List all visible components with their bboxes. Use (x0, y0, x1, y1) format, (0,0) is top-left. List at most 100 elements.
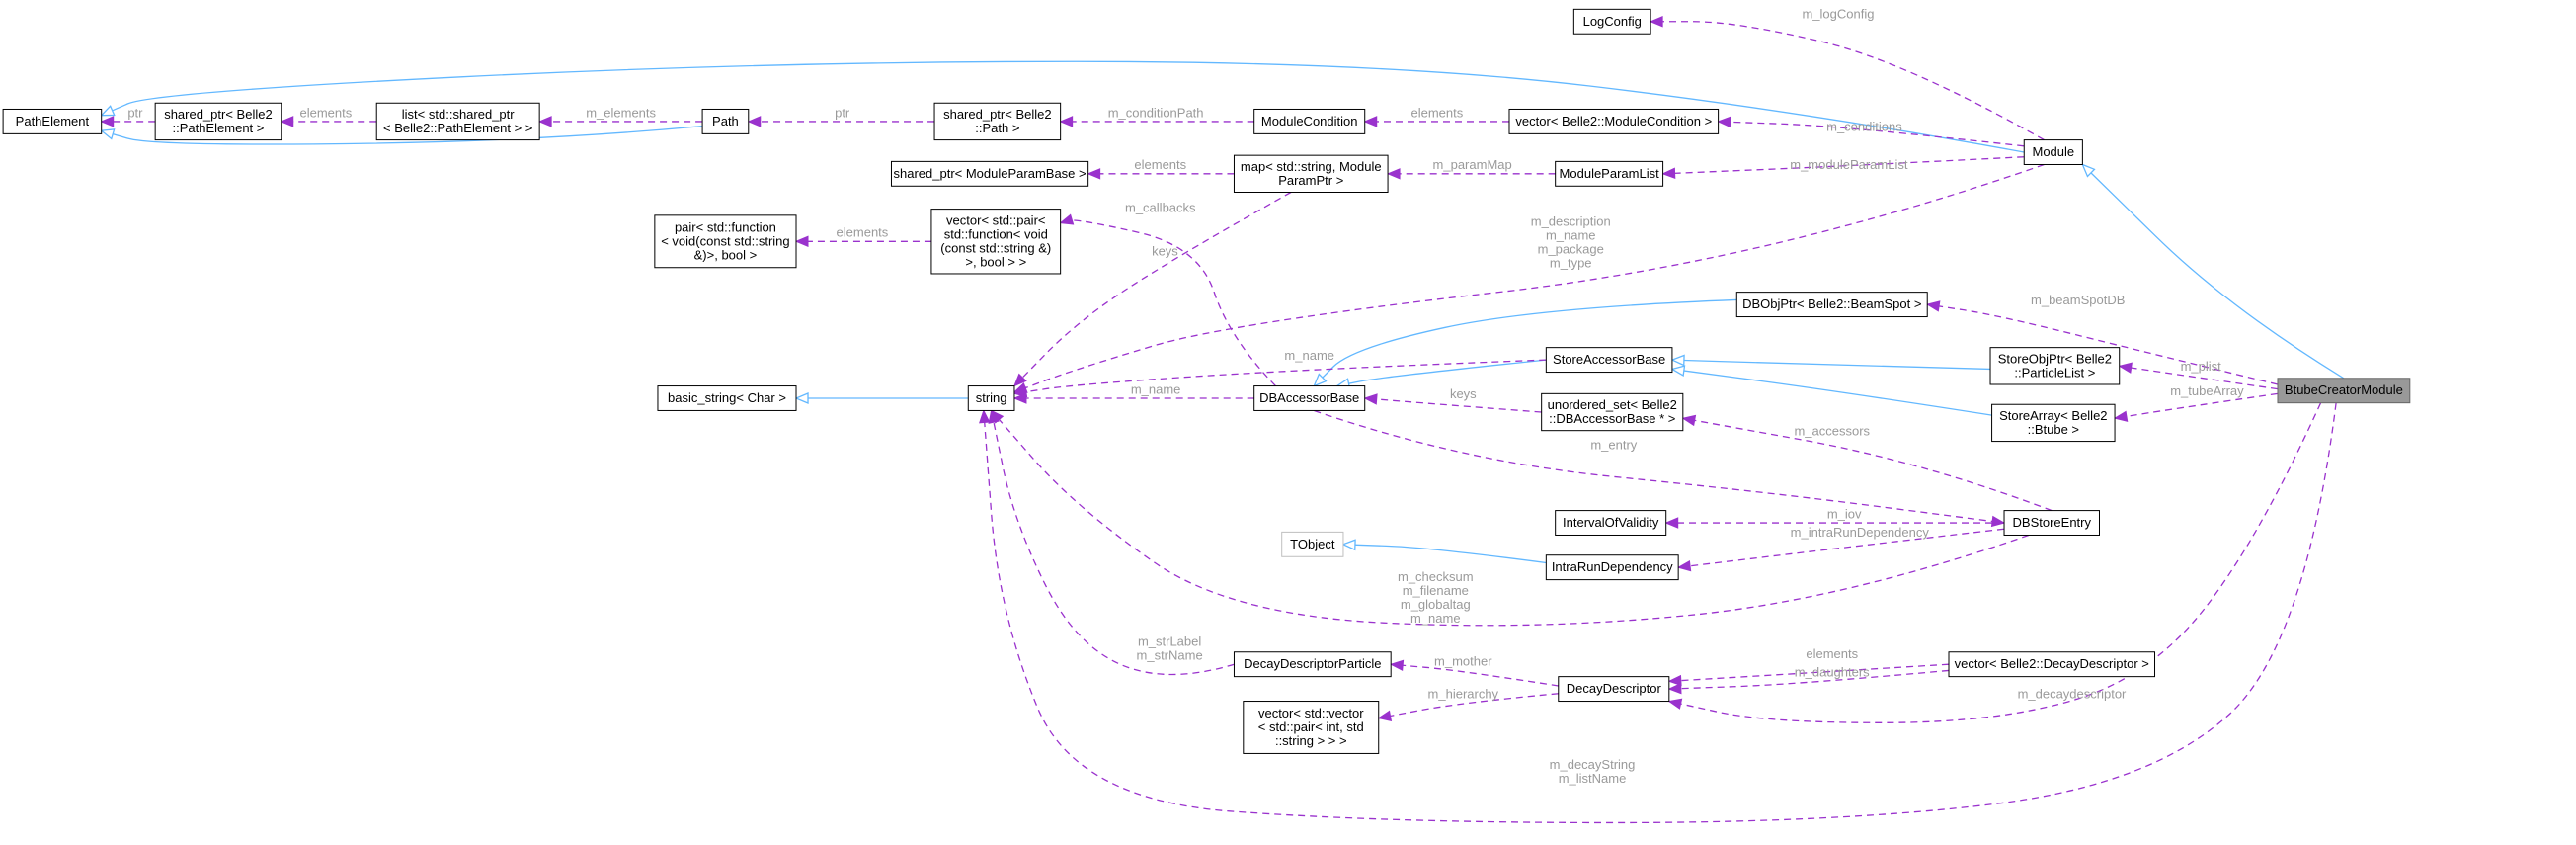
edge-label: elements (299, 105, 352, 120)
node-storeobjptr[interactable]: StoreObjPtr< Belle2::ParticleList > (1989, 347, 2121, 385)
node-box (1233, 154, 1389, 194)
reference-edge (1365, 398, 1542, 413)
inheritance-edge (1343, 545, 1547, 564)
node-pair-fn[interactable]: pair< std::function< void(const std::str… (654, 214, 797, 269)
edge-label-line: m_globaltag (1401, 597, 1471, 612)
node-label: Path (712, 114, 739, 128)
reference-edge (992, 410, 2030, 627)
edge-label-line: m_strLabel (1138, 634, 1201, 649)
edge-label-line: m_paramMap (1433, 157, 1512, 172)
node-box (657, 385, 797, 411)
node-dbaccessorbase[interactable]: DBAccessorBase (1253, 385, 1366, 411)
reference-edge (1014, 191, 1292, 386)
node-dbstoreentry[interactable]: DBStoreEntry (2003, 510, 2100, 536)
node-label: ::DBAccessorBase * > (1549, 411, 1675, 426)
reference-edge (1683, 418, 2053, 512)
node-box (967, 385, 1015, 411)
node-box (1233, 651, 1392, 678)
reference-edge (992, 410, 1235, 676)
node-label: ::Path > (975, 121, 1019, 135)
edge-label-line: m_name (1546, 228, 1596, 243)
node-label: DecayDescriptor (1567, 681, 1662, 696)
node-basic-string[interactable]: basic_string< Char > (657, 385, 797, 411)
node-string[interactable]: string (967, 385, 1015, 411)
reference-edge (2115, 392, 2279, 418)
edge-label-line: m_daughters (1795, 665, 1870, 680)
node-box (930, 209, 1062, 275)
node-moduleparamlist[interactable]: ModuleParamList (1555, 160, 1664, 187)
node-label: (const std::string &) (940, 240, 1051, 255)
edge-label-line: elements (1806, 646, 1858, 661)
node-logconfig[interactable]: LogConfig (1572, 8, 1651, 35)
edge-label-line: m_callbacks (1125, 201, 1196, 215)
edge-label-line: m_strName (1137, 648, 1203, 663)
edge-label-line: m_name (1410, 611, 1461, 626)
edge-label-line: elements (1410, 105, 1463, 120)
node-label: ModuleParamList (1560, 166, 1660, 181)
node-modulecondition[interactable]: ModuleCondition (1253, 108, 1366, 134)
node-label: TObject (1290, 537, 1335, 551)
node-label: pair< std::function (675, 219, 776, 234)
node-path[interactable]: Path (701, 108, 750, 134)
edge-label: m_paramMap (1433, 157, 1512, 172)
node-dbobjptr[interactable]: DBObjPtr< Belle2::BeamSpot > (1735, 292, 1928, 318)
node-tobject[interactable]: TObject (1281, 531, 1344, 557)
edge-label-line: elements (299, 105, 352, 120)
node-label: string (976, 390, 1007, 405)
edge-label-line: m_filename (1403, 583, 1469, 598)
edge-label-line: elements (837, 225, 889, 240)
node-label: map< std::string, Module (1241, 159, 1382, 174)
reference-edge (1669, 669, 1950, 689)
edge-label-line: m_decaydescriptor (2018, 686, 2127, 701)
node-unordered-set[interactable]: unordered_set< Belle2::DBAccessorBase * … (1541, 392, 1684, 432)
node-box (1253, 385, 1366, 411)
edge-label-line: m_elements (586, 105, 656, 120)
node-label: basic_string< Char > (668, 390, 786, 405)
node-decaydescriptor[interactable]: DecayDescriptor (1558, 676, 1670, 703)
node-vec-modcond[interactable]: vector< Belle2::ModuleCondition > (1508, 108, 1720, 134)
node-vec-hierarchy[interactable]: vector< std::vector< std::pair< int, std… (1243, 701, 1380, 754)
node-box (154, 102, 282, 141)
node-label: BtubeCreatorModule (2285, 382, 2403, 397)
node-label: std::function< void (944, 226, 1048, 241)
reference-edge (1014, 359, 1547, 393)
node-box (1508, 108, 1720, 134)
edge-label-line: m_type (1550, 256, 1592, 271)
node-box (1991, 403, 2116, 443)
edge-label: ptr (127, 105, 143, 120)
node-label: IntraRunDependency (1552, 559, 1673, 574)
node-list-pe[interactable]: list< std::shared_ptr< Belle2::PathEleme… (375, 102, 540, 141)
node-label: shared_ptr< ModuleParamBase > (894, 166, 1087, 181)
node-storeaccessorbase[interactable]: StoreAccessorBase (1545, 347, 1673, 374)
reference-edge (1669, 663, 1950, 681)
reference-edge (1314, 409, 2004, 523)
node-module[interactable]: Module (2023, 139, 2083, 165)
reference-edge (1663, 156, 2025, 174)
node-pathelement[interactable]: PathElement (2, 108, 103, 134)
node-box (701, 108, 750, 134)
node-label: DecayDescriptorParticle (1244, 656, 1381, 671)
node-sp-path[interactable]: shared_ptr< Belle2::Path > (933, 102, 1062, 141)
edge-label: m_name (1284, 348, 1334, 363)
edge-label: m_beamSpotDB (2031, 293, 2125, 307)
node-label: vector< std::vector (1258, 706, 1364, 720)
node-box (1735, 292, 1928, 318)
edge-label-line: keys (1450, 386, 1477, 401)
node-vec-pair-fn[interactable]: vector< std::pair<std::function< void(co… (930, 209, 1062, 275)
node-vec-decaydescriptor[interactable]: vector< Belle2::DecayDescriptor > (1948, 651, 2156, 678)
node-storearray[interactable]: StoreArray< Belle2::Btube > (1991, 403, 2116, 443)
node-intervalofvalidity[interactable]: IntervalOfValidity (1555, 510, 1667, 536)
node-box (375, 102, 540, 141)
node-box (1948, 651, 2156, 678)
edge-label: m_conditions (1826, 119, 1902, 133)
node-label: < void(const std::string (661, 233, 789, 248)
node-btubecreator[interactable]: BtubeCreatorModule (2277, 378, 2411, 404)
node-decaydescriptorparticle[interactable]: DecayDescriptorParticle (1233, 651, 1392, 678)
node-intrarundependency[interactable]: IntraRunDependency (1545, 554, 1679, 581)
inheritance-edge (102, 125, 703, 145)
node-sp-pathelement[interactable]: shared_ptr< Belle2::PathElement > (154, 102, 282, 141)
node-sp-mpb[interactable]: shared_ptr< ModuleParamBase > (890, 160, 1089, 187)
